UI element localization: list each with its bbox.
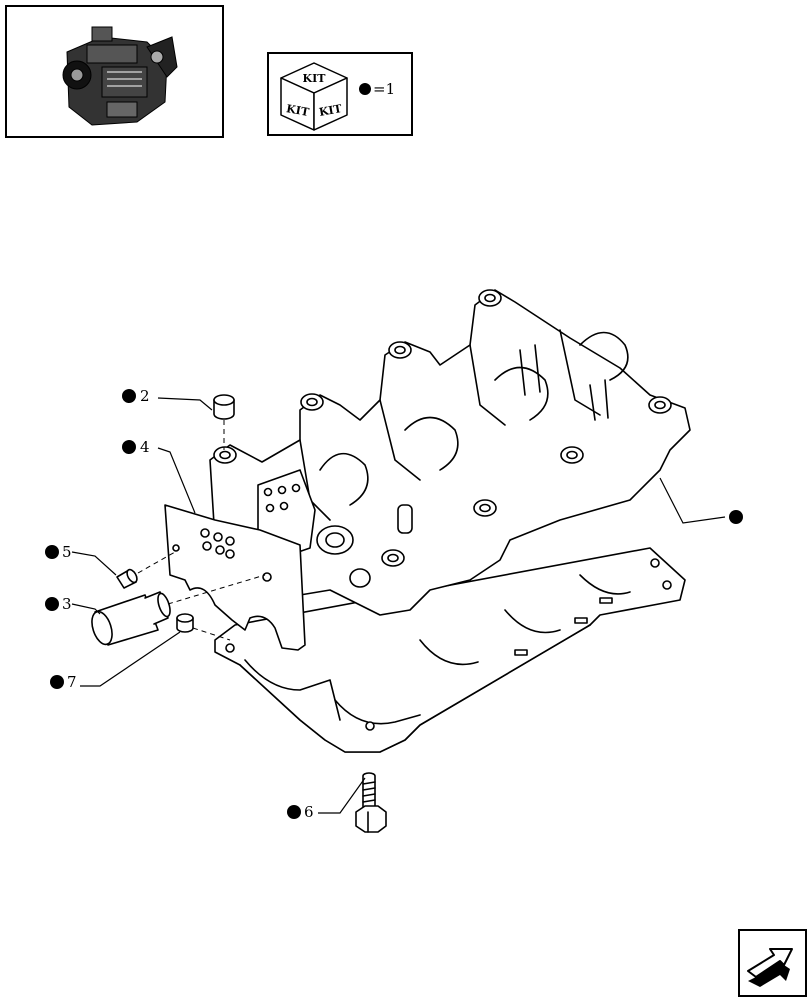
leader-6 (318, 777, 366, 814)
callout-dot-6 (287, 805, 301, 819)
assembly-line-bushing-7 (192, 627, 231, 641)
callout-dot-4 (122, 440, 136, 454)
bushing-7 (176, 613, 194, 633)
kit-left-label: KIT (285, 102, 311, 119)
dowel-pin-2 (213, 394, 235, 420)
bolt-6 (355, 772, 387, 833)
kit-legend-text: =1 (359, 80, 395, 98)
leader-4 (157, 447, 196, 514)
callout-dot-3 (45, 597, 59, 611)
assembly-line-pin-5 (137, 551, 176, 574)
callout-dot-7 (50, 675, 64, 689)
engine-thumbnail-frame (5, 5, 224, 138)
callout-label-3: 3 (62, 595, 72, 613)
callout-label-6: 6 (304, 803, 314, 821)
lower-crankcase-frame (214, 547, 686, 753)
callout-label-4: 4 (140, 438, 150, 456)
callout-label-5: 5 (62, 543, 72, 561)
callout-label-2: 2 (140, 387, 150, 405)
kit-top-label: KIT (303, 72, 327, 85)
pin-5 (116, 568, 138, 589)
callout-dot-5 (45, 545, 59, 559)
sleeve-3 (91, 591, 171, 646)
leader-block (659, 477, 726, 524)
kit-right-label: KIT (318, 102, 344, 119)
kit-cube-icon: KIT KIT KIT (280, 62, 348, 131)
kit-equals-label: =1 (373, 80, 396, 98)
gasket-plate (164, 504, 306, 651)
leader-2 (157, 397, 213, 411)
assembly-line-sleeve-3 (167, 574, 266, 605)
callout-label-7: 7 (67, 673, 77, 691)
callout-dot-block (729, 510, 743, 524)
leader-3 (71, 603, 101, 615)
next-page-button[interactable] (738, 929, 807, 997)
leader-7 (80, 631, 181, 687)
kit-bullet-icon (359, 83, 371, 95)
callout-dot-2 (122, 389, 136, 403)
engine-thumbnail-icon (62, 26, 178, 126)
kit-legend-box: KIT KIT KIT =1 (267, 52, 413, 136)
leader-5 (71, 551, 117, 576)
next-page-arrow-icon (747, 948, 793, 987)
